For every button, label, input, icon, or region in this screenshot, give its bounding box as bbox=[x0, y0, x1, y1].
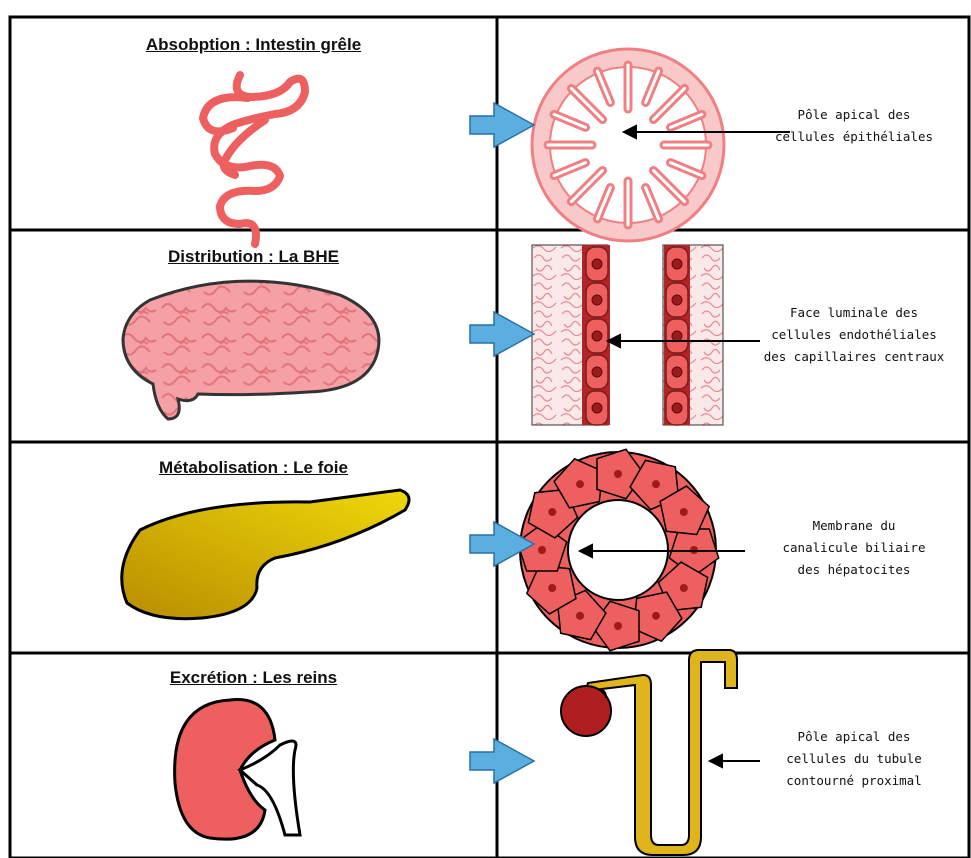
villi-cross-section-icon bbox=[532, 49, 724, 241]
row1-note: Pôle apical des cellules épithéliales bbox=[740, 104, 968, 148]
cell-nucleus bbox=[672, 367, 682, 377]
row4-title: Excrétion : Les reins bbox=[10, 668, 497, 688]
row3-note: Membrane du canalicule biliaire des hépa… bbox=[740, 515, 968, 581]
hepatocyte-nucleus bbox=[576, 480, 584, 488]
hepatocyte-nucleus bbox=[576, 612, 584, 620]
block-arrow bbox=[470, 312, 534, 356]
cell-nucleus bbox=[592, 331, 602, 341]
row4-note: Pôle apical des cellules du tubule conto… bbox=[740, 726, 968, 792]
hepatocyte-nucleus bbox=[652, 480, 660, 488]
cell-nucleus bbox=[592, 367, 602, 377]
cell-nucleus bbox=[592, 259, 602, 269]
hepatocyte-nucleus bbox=[548, 584, 556, 592]
capillary-wall-icon bbox=[532, 245, 723, 425]
liver-icon bbox=[122, 490, 409, 619]
row2-note: Face luminale des cellules endothéliales… bbox=[740, 302, 968, 368]
hepatocyte-nucleus bbox=[614, 470, 622, 478]
cell-nucleus bbox=[592, 403, 602, 413]
kidney-icon bbox=[175, 700, 300, 840]
cell-nucleus bbox=[592, 295, 602, 305]
hepatocyte-nucleus bbox=[652, 612, 660, 620]
cell-nucleus bbox=[672, 259, 682, 269]
hepatocyte-nucleus bbox=[538, 546, 546, 554]
brain-icon bbox=[123, 281, 379, 419]
cell-nucleus bbox=[672, 331, 682, 341]
block-arrow bbox=[470, 103, 534, 147]
hepatocyte-nucleus bbox=[680, 508, 688, 516]
row2-title: Distribution : La BHE bbox=[10, 247, 497, 267]
hepatocyte-nucleus bbox=[680, 584, 688, 592]
hepatocyte-nucleus bbox=[614, 622, 622, 630]
block-arrow bbox=[470, 739, 534, 783]
intestine-icon bbox=[203, 75, 305, 244]
row3-title: Métabolisation : Le foie bbox=[10, 458, 497, 478]
cell-nucleus bbox=[672, 403, 682, 413]
cell-nucleus bbox=[672, 295, 682, 305]
row1-title: Absobption : Intestin grêle bbox=[10, 35, 497, 55]
hepatocyte-nucleus bbox=[548, 508, 556, 516]
nephron-tubule-icon bbox=[561, 650, 737, 855]
